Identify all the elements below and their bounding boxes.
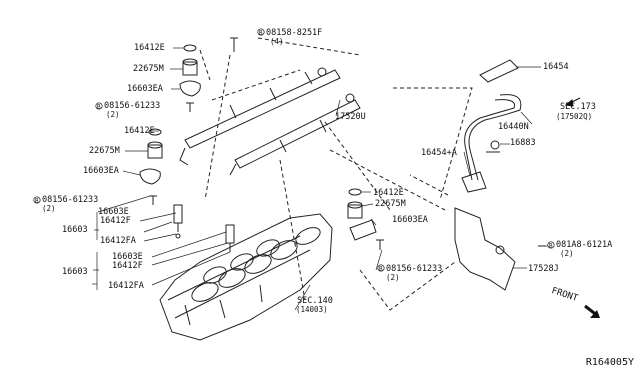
svg-text:B: B bbox=[259, 30, 263, 37]
label-16412fa-2: 16412FA bbox=[108, 281, 144, 291]
svg-text:B: B bbox=[379, 266, 383, 273]
label-sec173: SEC.173 bbox=[560, 102, 596, 112]
fuel-rail-lower bbox=[229, 93, 361, 176]
label-16412fa-1: 16412FA bbox=[100, 236, 136, 246]
label-16603e-2: 16603E bbox=[112, 252, 143, 262]
label-16454: 16454 bbox=[543, 62, 569, 72]
label-bolt-left2-qty: (2) bbox=[42, 204, 56, 213]
fuel-hose-assembly bbox=[461, 59, 522, 193]
label-16412e-2: 16412E bbox=[124, 126, 155, 136]
label-16603-2: 16603 bbox=[62, 267, 88, 277]
label-bolt-top-code: 08158-8251F bbox=[266, 28, 323, 38]
label-16412e-3: 16412E bbox=[373, 188, 404, 198]
bolts bbox=[149, 37, 546, 250]
injector-lower-left bbox=[225, 224, 235, 252]
label-16412f-2: 16412F bbox=[112, 261, 143, 271]
label-16412f-1: 16412F bbox=[100, 216, 131, 226]
label-bolt-right-qty: (2) bbox=[560, 249, 574, 258]
svg-text:B: B bbox=[549, 243, 553, 250]
regulator-stack-3 bbox=[347, 188, 377, 241]
regulator-stack-2 bbox=[139, 128, 163, 185]
intake-manifold bbox=[159, 213, 333, 341]
label-22675m-1: 22675M bbox=[133, 64, 164, 74]
label-16603ea-2: 16603EA bbox=[83, 166, 119, 176]
label-sec173-sub: (17502Q) bbox=[556, 112, 593, 121]
reference-lines bbox=[199, 37, 473, 311]
label-16603ea-1: 16603EA bbox=[127, 84, 163, 94]
label-bolt-left2-code: 08156-61233 bbox=[42, 195, 99, 205]
bracket-17528J bbox=[454, 207, 516, 291]
fuel-rail-upper bbox=[179, 67, 341, 166]
label-bolt-top-qty: (4) bbox=[270, 37, 284, 46]
label-16603-1: 16603 bbox=[62, 225, 88, 235]
label-bolt-left-code: 08156-61233 bbox=[104, 101, 161, 111]
label-16603e-1: 16603E bbox=[98, 207, 129, 217]
label-bolt-right-code: 081A8-6121A bbox=[556, 240, 613, 250]
label-17520u: 17520U bbox=[335, 112, 366, 122]
label-16412e-1: 16412E bbox=[134, 43, 165, 53]
label-17528j: 17528J bbox=[528, 264, 559, 274]
label-16440n: 16440N bbox=[498, 122, 529, 132]
front-arrow-icon bbox=[584, 304, 600, 318]
label-22675m-3: 22675M bbox=[375, 199, 406, 209]
injector-upper-left bbox=[173, 204, 183, 239]
label-sec140: SEC.140 bbox=[297, 296, 333, 306]
label-bolt-left-qty: (2) bbox=[106, 110, 120, 119]
diagram-code: R164005Y bbox=[585, 357, 634, 368]
label-22675m-2: 22675M bbox=[89, 146, 120, 156]
svg-text:B: B bbox=[35, 198, 39, 205]
regulator-stack-1 bbox=[179, 44, 201, 97]
svg-text:B: B bbox=[97, 104, 101, 111]
label-bolt-mid-qty: (2) bbox=[386, 273, 400, 282]
label-16454a: 16454+A bbox=[421, 148, 457, 158]
sec173-arrow-icon bbox=[564, 97, 581, 107]
label-sec140-sub: (14003) bbox=[296, 305, 328, 314]
label-16603ea-3: 16603EA bbox=[392, 215, 428, 225]
label-bolt-mid-code: 08156-61233 bbox=[386, 264, 443, 274]
leader-lines bbox=[92, 47, 548, 311]
label-16883: 16883 bbox=[510, 138, 536, 148]
circled-b-icon: B B B B B bbox=[33, 28, 555, 273]
